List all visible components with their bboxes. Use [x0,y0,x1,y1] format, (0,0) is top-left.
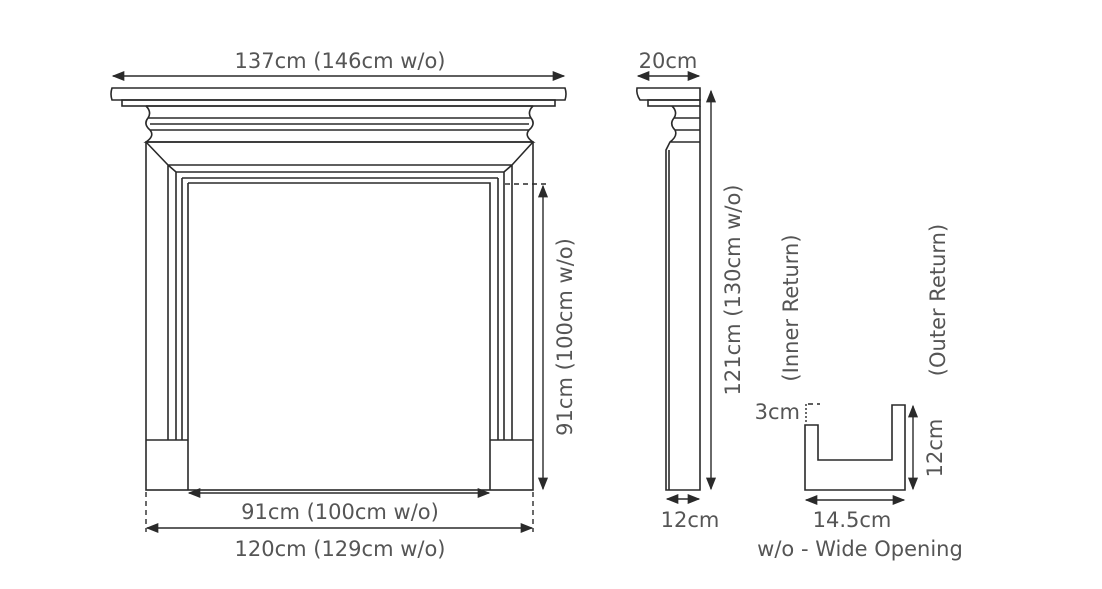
overall-width-label: 120cm (129cm w/o) [234,537,445,561]
jamb-depth-label: 12cm [661,508,720,532]
return-profile: (Inner Return) (Outer Return) 3cm 12cm 1… [755,224,963,561]
return-height-label: 12cm [923,419,947,478]
wide-opening-note: w/o - Wide Opening [757,537,963,561]
return-profile-shape [804,404,906,491]
side-shelf [636,87,701,101]
mantel-shelf [110,87,567,101]
outer-return-label: (Outer Return) [926,224,950,376]
surround-outer [145,141,534,491]
opening-height-label: 91cm (100cm w/o) [553,238,577,436]
shelf-step [121,99,556,107]
inner-frame [145,141,534,490]
frieze-molding [143,105,536,143]
inner-return-label: (Inner Return) [779,234,803,381]
front-view: 137cm (146cm w/o) 91cm (100cm w/o) 91cm … [110,49,577,561]
side-molding [665,105,701,491]
opening-width-label: 91cm (100cm w/o) [241,500,439,524]
return-width-label: 14.5cm [813,508,892,532]
step-label: 3cm [755,400,800,424]
side-view: 20cm 121cm (130cm w/o) 12cm [636,49,745,532]
side-step [647,99,701,107]
shelf-depth-label: 20cm [639,49,698,73]
overall-height-label: 121cm (130cm w/o) [721,184,745,395]
shelf-width-label: 137cm (146cm w/o) [234,49,445,73]
